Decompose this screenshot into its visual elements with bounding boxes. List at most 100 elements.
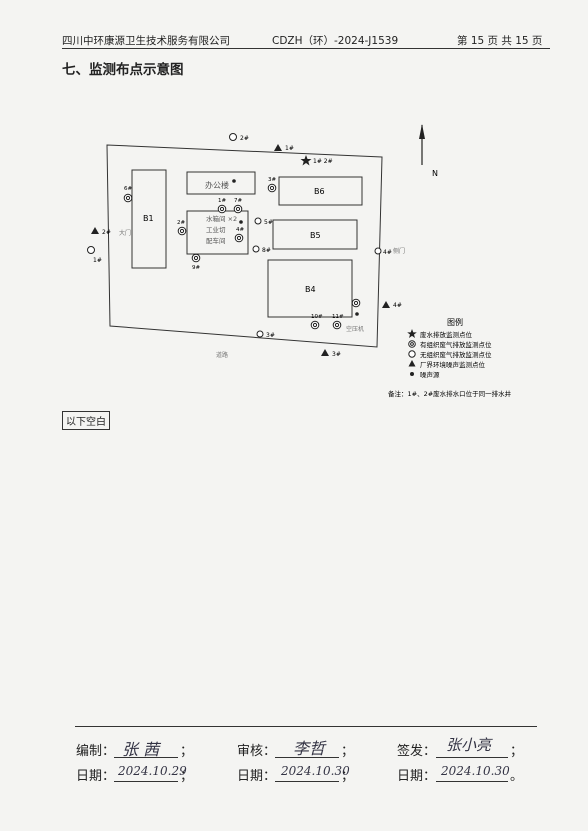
issued-date-underline [436, 781, 508, 782]
point-label: 2# [240, 135, 249, 142]
north-label: N [432, 169, 438, 178]
point-label: 2# [102, 229, 111, 236]
point-label: 2# [177, 220, 185, 226]
double-circle-point [177, 226, 187, 236]
point-label: 1# [218, 198, 226, 204]
legend-triangle-icon [408, 360, 416, 367]
point-label: 3# [332, 351, 341, 358]
semicolon: ； [180, 769, 194, 784]
point-label: 4# [383, 249, 392, 256]
north-arrow [419, 124, 425, 165]
open-circle-point [374, 247, 382, 255]
reviewed-date: 2024.10.30 [281, 764, 350, 778]
date-label: 日期： [237, 769, 277, 784]
legend-note: 备注：1#、2#废水排水口位于同一排水井 [388, 389, 512, 398]
bottom-road-label: 道路 [216, 351, 228, 359]
semicolon: ； [180, 744, 194, 759]
double-circle-point [351, 298, 361, 308]
footer-rule [75, 726, 537, 727]
building-b6-label: B6 [314, 187, 325, 196]
header-company: 四川中环康源卫生技术服务有限公司 [62, 35, 230, 47]
noise-source-dot [355, 312, 359, 316]
compiled-underline [114, 757, 178, 758]
point-label: 5# [264, 219, 273, 226]
header-report-number: CDZH（环）-2024-J1539 [272, 35, 399, 47]
double-circle-point [217, 204, 227, 214]
double-circle-point [234, 233, 244, 243]
point-label: 6# [124, 186, 132, 192]
point-label: 10# [311, 314, 323, 320]
building-b4 [267, 259, 353, 318]
double-circle-point [123, 193, 133, 203]
double-circle-point [332, 320, 342, 330]
semicolon: ； [341, 769, 355, 784]
legend-dot-icon [410, 372, 414, 376]
building-workshop [186, 210, 249, 255]
double-circle-point [267, 183, 277, 193]
legend-item: 厂界环境噪声监测点位 [420, 360, 486, 369]
point-label: 4# [236, 227, 244, 233]
noise-source-dot [239, 220, 243, 224]
left-gate-label: 大门 [119, 229, 131, 237]
point-label: 1# [285, 145, 294, 152]
issued-label: 签发： [397, 744, 437, 759]
point-label: 1# 2# [313, 158, 333, 165]
building-office-label: 办公楼 [205, 180, 229, 190]
legend-double-circle-icon [408, 340, 416, 348]
legend-open-circle-icon [408, 350, 416, 358]
double-circle-point [191, 253, 201, 263]
point-label: 11# [332, 314, 344, 320]
point-label: 1# [93, 257, 102, 264]
monitoring-layout-diagram: N B1 办公楼 B6 水箱间 ×2 工业切 配车间 B5 B4 大门 侧门 道… [87, 124, 512, 398]
building-b4-label: B4 [305, 285, 316, 294]
open-circle-point [256, 330, 264, 338]
header-page-info: 第 15 页 共 15 页 [457, 35, 543, 47]
date-label: 日期： [397, 769, 437, 784]
open-circle-point [87, 246, 95, 254]
legend-star-icon [407, 329, 417, 338]
issued-underline [436, 757, 508, 758]
noise-source-dot [232, 179, 236, 183]
building-b5 [272, 219, 358, 250]
noise-triangle [321, 349, 329, 356]
point-label: 4# [393, 302, 402, 309]
building-b1-label: B1 [143, 214, 154, 223]
header-rule [62, 48, 550, 49]
full-stop: 。 [510, 769, 524, 784]
double-circle-point [310, 320, 320, 330]
building-office [186, 171, 256, 195]
building-b1 [131, 169, 167, 269]
open-circle-point [254, 217, 262, 225]
legend-item: 噪声源 [420, 370, 440, 379]
semicolon: ； [510, 744, 524, 759]
date-label: 日期： [76, 769, 116, 784]
building-b6 [278, 176, 363, 206]
legend-item: 废水排放监测点位 [420, 330, 473, 339]
legend-title: 图例 [447, 317, 463, 327]
point-label: 3# [268, 177, 276, 183]
right-gate-label: 侧门 [393, 247, 405, 255]
reviewed-underline [275, 757, 339, 758]
reviewed-label: 审核： [237, 744, 277, 759]
compiled-date-underline [114, 781, 178, 782]
point-label: 3# [266, 332, 275, 339]
semicolon: ； [341, 744, 355, 759]
compiled-signature: 张 茜 [122, 740, 160, 759]
double-circle-point [233, 204, 243, 214]
site-boundary [106, 144, 383, 348]
noise-triangle [274, 144, 282, 151]
bottom-right-label: 空压机 [346, 325, 364, 333]
workshop-label-2: 工业切 [206, 225, 226, 234]
reviewed-signature: 李哲 [293, 739, 326, 758]
workshop-label-3: 配车间 [206, 236, 226, 245]
point-label: 7# [234, 198, 242, 204]
issued-signature: 张小亮 [446, 736, 492, 754]
compiled-label: 编制： [76, 744, 116, 759]
point-label: 9# [192, 265, 200, 271]
wastewater-star [300, 155, 312, 166]
end-of-content-note: 以下空白 [62, 411, 110, 430]
building-b5-label: B5 [310, 231, 321, 240]
legend-item: 有组织废气排放监测点位 [420, 340, 492, 349]
section-title: 七、监测布点示意图 [62, 62, 184, 78]
